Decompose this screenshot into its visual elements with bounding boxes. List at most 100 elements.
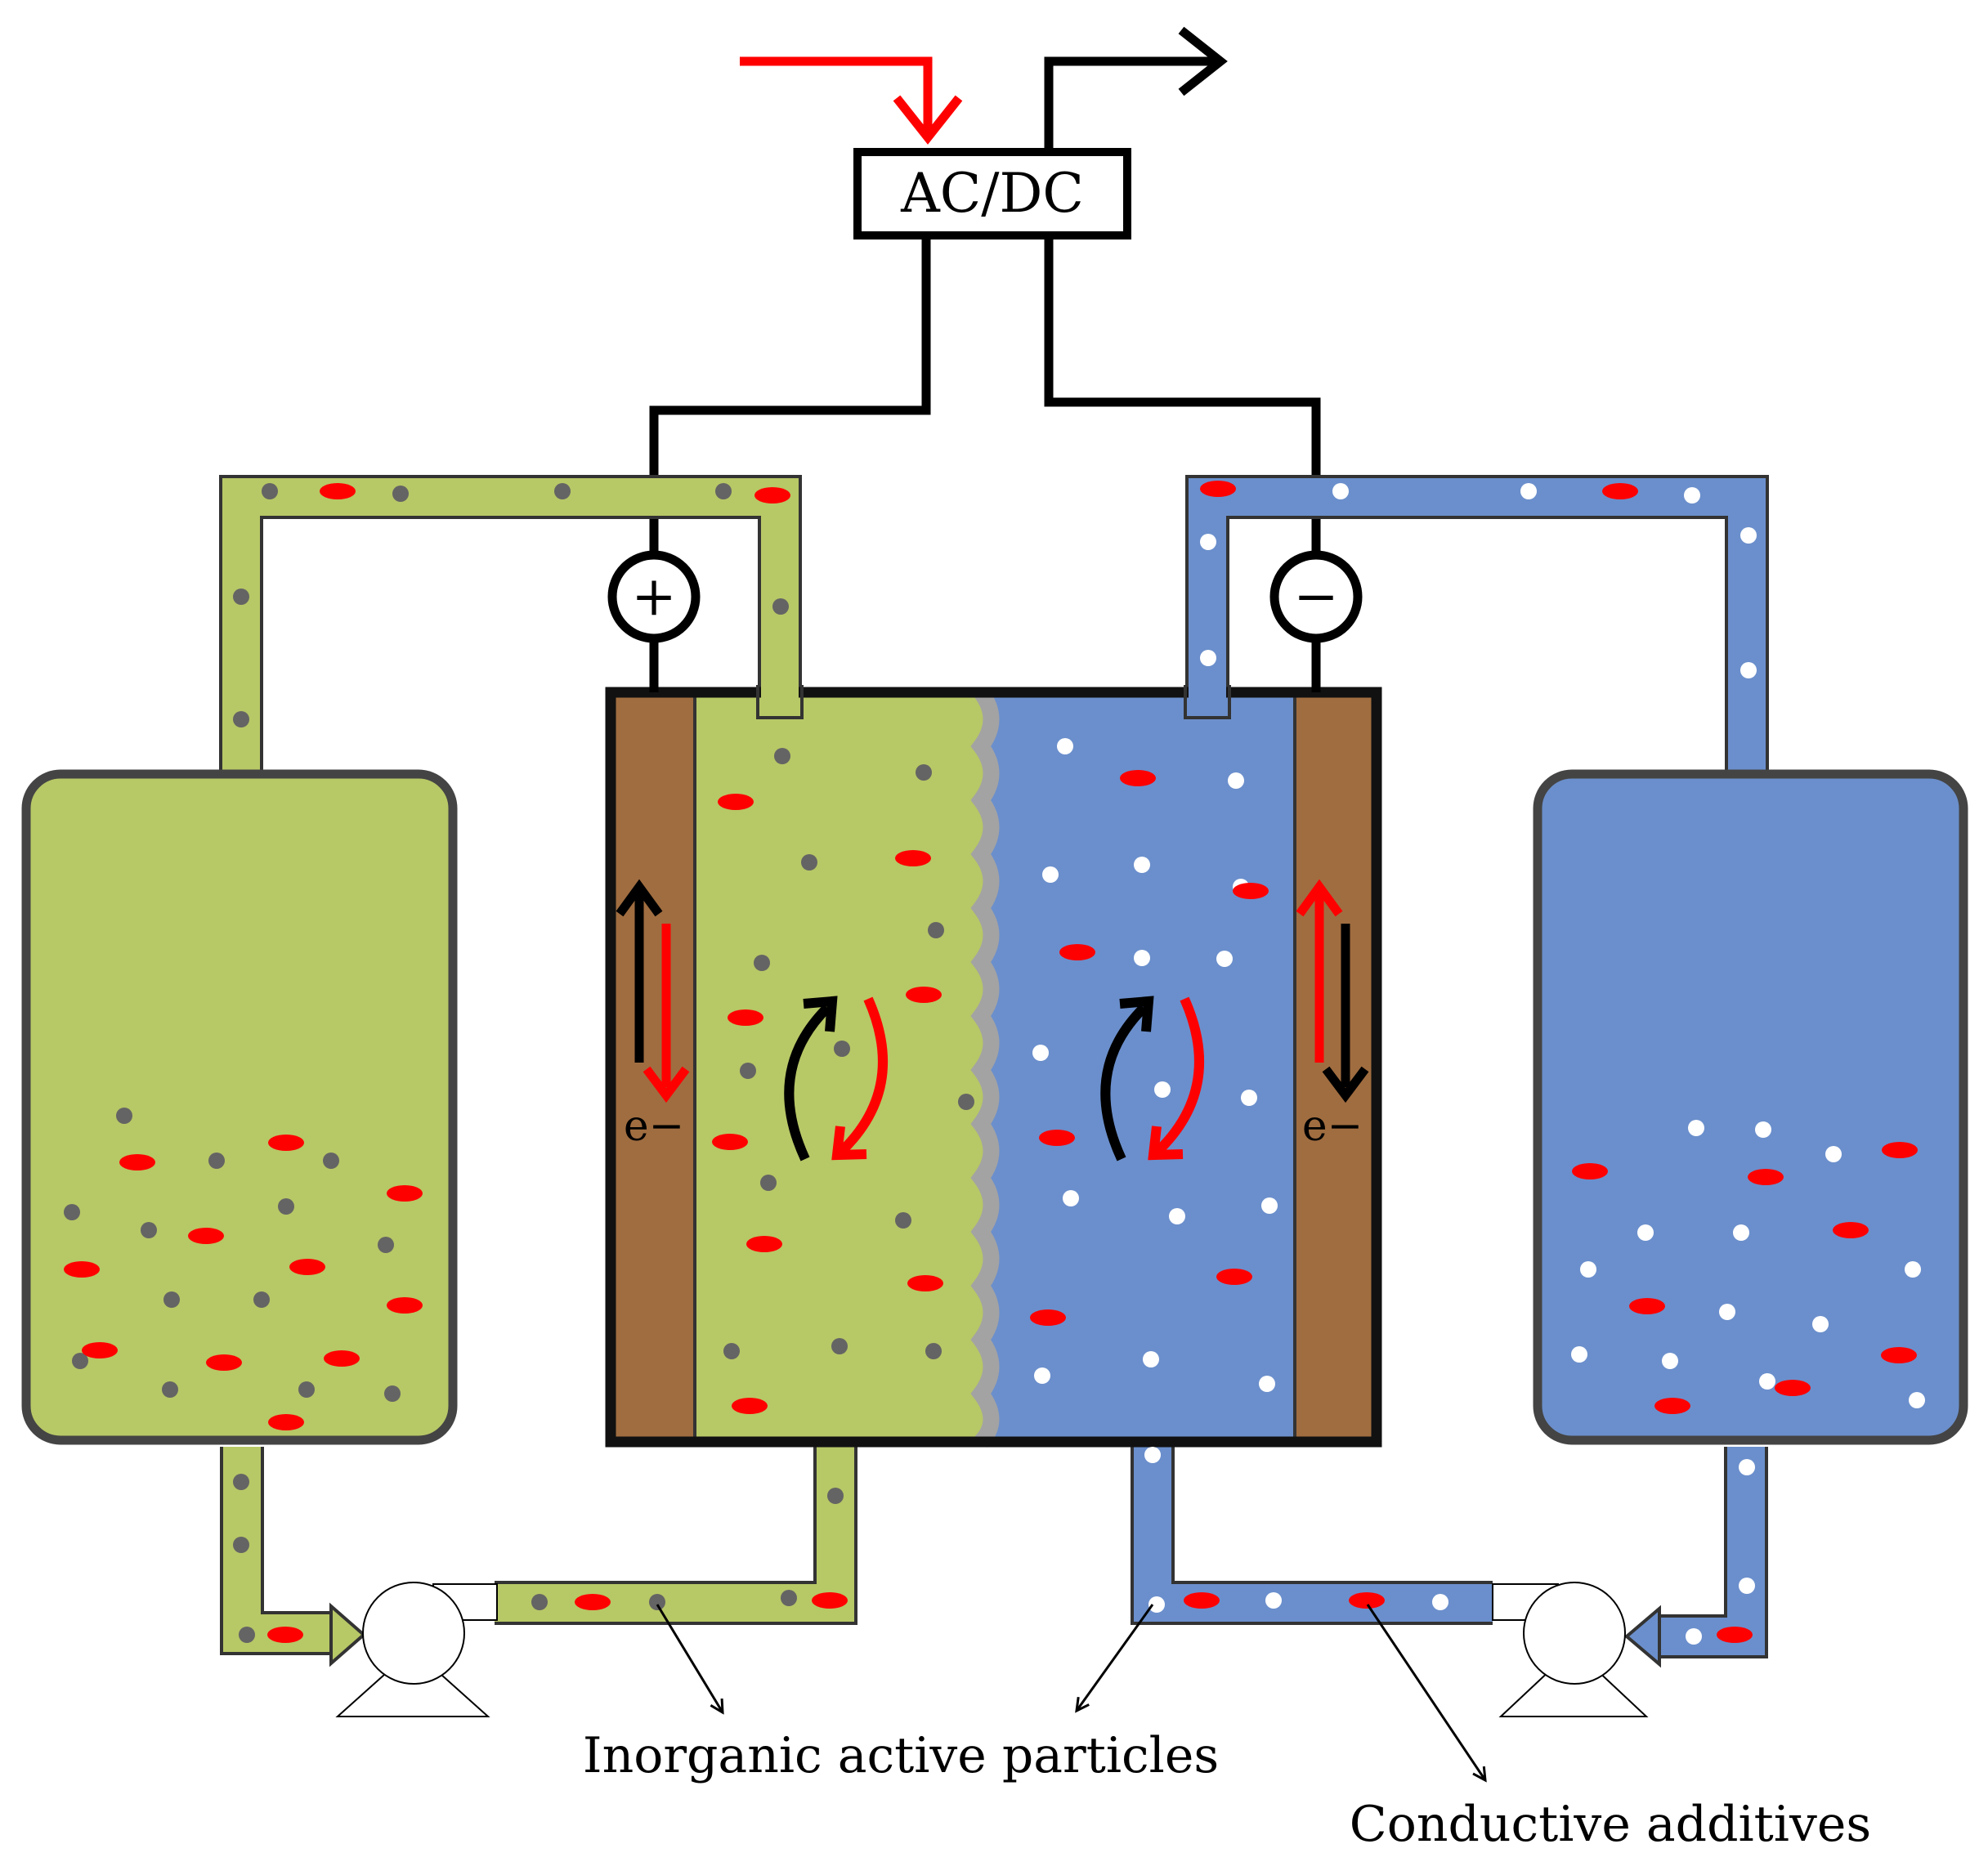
grid-output-arrow <box>1044 56 1218 152</box>
active-particle <box>1654 1398 1690 1414</box>
anolyte-additive <box>1200 650 1216 666</box>
catholyte-additive <box>774 748 790 764</box>
grid-input-arrow-head <box>893 95 963 145</box>
active-particle <box>1120 770 1156 786</box>
active-particle <box>268 1135 304 1151</box>
catholyte-additive <box>278 1198 294 1215</box>
catholyte-additive <box>141 1222 157 1238</box>
anolyte-additive <box>1216 951 1233 967</box>
negative-electrode <box>1293 691 1378 1443</box>
catholyte-additive <box>831 1338 848 1354</box>
catholyte-additive <box>163 1291 180 1308</box>
anolyte-additive <box>1154 1081 1171 1098</box>
anolyte-additive <box>1580 1261 1596 1278</box>
negative-sign: − <box>1293 565 1338 628</box>
catholyte-additive <box>895 1212 911 1229</box>
active-particle <box>82 1342 118 1358</box>
left-electron-label: e− <box>624 1102 684 1151</box>
active-particle <box>289 1259 325 1275</box>
particles-layer <box>64 481 1925 1645</box>
right-electron-arrows: e− <box>1296 879 1369 1151</box>
catholyte-additive <box>208 1153 225 1169</box>
catholyte-additive <box>754 955 770 971</box>
anolyte-additive <box>1169 1208 1185 1224</box>
anolyte-additive <box>1432 1594 1448 1610</box>
active-particle <box>119 1154 155 1170</box>
converter-label: AC/DC <box>900 162 1084 225</box>
catholyte-additive <box>162 1381 178 1398</box>
pump-feed-arrow-left <box>329 1602 367 1667</box>
active-particle <box>267 1627 303 1643</box>
catholyte-additive <box>233 711 249 727</box>
anolyte-additive <box>1034 1367 1050 1384</box>
anolyte-additive <box>1733 1224 1749 1241</box>
catholyte-additive <box>233 1537 249 1553</box>
active-particle <box>1775 1380 1811 1396</box>
active-particle <box>1216 1269 1252 1285</box>
active-particle <box>64 1261 100 1278</box>
anolyte-additive <box>1719 1304 1735 1320</box>
active-particle <box>1349 1592 1385 1609</box>
anolyte-additive <box>1144 1447 1161 1463</box>
active-particle <box>754 487 790 504</box>
active-particle <box>268 1414 304 1430</box>
anolyte-tank <box>1533 769 1968 1445</box>
active-particle <box>906 987 942 1003</box>
active-particle <box>1748 1169 1784 1185</box>
catholyte-additive <box>760 1175 777 1191</box>
active-particle <box>1200 481 1236 497</box>
right-electron-label: e− <box>1302 1102 1363 1151</box>
active-particle <box>907 1275 943 1291</box>
catholyte-additive <box>554 483 571 499</box>
anolyte-additive <box>1740 527 1757 544</box>
active-particle <box>728 1009 763 1026</box>
active-particle <box>1602 483 1638 499</box>
active-particle <box>188 1228 224 1244</box>
anolyte-additive <box>1063 1190 1079 1206</box>
anolyte-additive <box>1143 1351 1159 1367</box>
negative-terminal: − <box>1269 550 1363 643</box>
catholyte-additive <box>649 1594 665 1610</box>
anolyte-additive <box>1520 483 1537 499</box>
anolyte-additive <box>1905 1261 1921 1278</box>
catholyte-additive <box>928 922 944 938</box>
catholyte-additive <box>253 1291 270 1308</box>
anolyte-additive <box>1134 857 1150 873</box>
catholyte-additive <box>834 1041 850 1057</box>
catholyte-additive <box>723 1343 740 1359</box>
catholyte-additive <box>925 1343 942 1359</box>
catholyte-additive <box>958 1094 974 1110</box>
active-particle <box>732 1398 768 1414</box>
converter-box <box>853 148 1131 239</box>
grid-input-arrow <box>740 56 933 137</box>
active-particle <box>1039 1130 1075 1146</box>
catholyte-additive <box>781 1590 797 1606</box>
catholyte-additive <box>392 486 409 502</box>
anolyte-additive <box>1759 1373 1775 1390</box>
active-particle <box>1572 1163 1608 1179</box>
active-particle <box>812 1592 848 1609</box>
catholyte-additive <box>233 589 249 605</box>
catholyte-tank <box>21 769 458 1445</box>
ac-dc-converter: AC/DC <box>649 26 1321 564</box>
active-particle <box>1233 883 1269 899</box>
active-particle <box>718 794 754 810</box>
anolyte-additive <box>1241 1090 1257 1106</box>
anolyte-additive <box>1684 487 1700 504</box>
positive-sign: + <box>631 565 676 628</box>
catholyte-additive <box>116 1108 132 1124</box>
catholyte-additive <box>531 1594 548 1610</box>
anolyte-additive <box>1740 662 1757 678</box>
anolyte-additive <box>1259 1376 1275 1392</box>
active-particle <box>320 483 356 499</box>
anolyte-additive <box>1261 1197 1278 1214</box>
active-particle <box>1882 1142 1918 1158</box>
membrane <box>970 687 1000 1448</box>
catholyte-additive <box>772 598 789 615</box>
active-particle <box>575 1594 611 1610</box>
anolyte-additive <box>1571 1346 1587 1363</box>
active-particle <box>1184 1592 1220 1609</box>
positive-terminal: + <box>607 550 701 643</box>
anolyte-additive <box>1228 772 1244 789</box>
anolyte-additive <box>1057 738 1073 754</box>
